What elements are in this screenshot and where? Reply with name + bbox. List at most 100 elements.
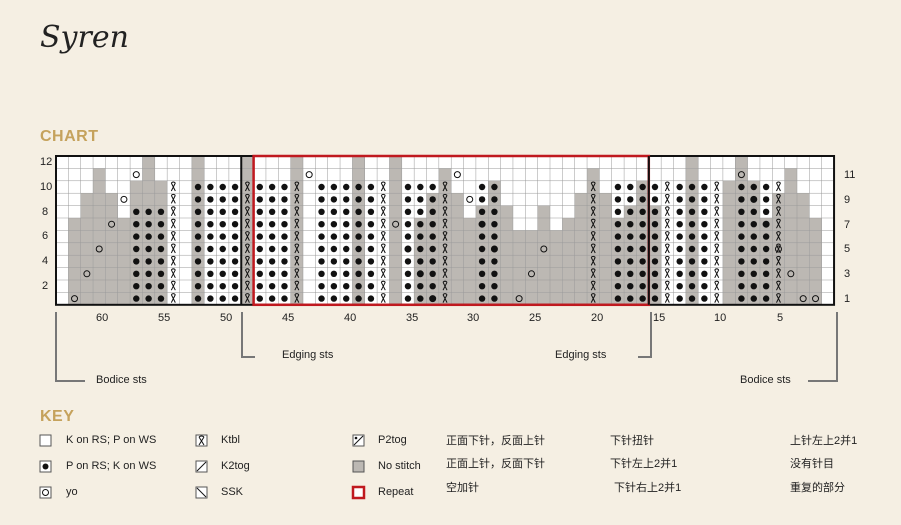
chinese-note: 下针扭针 — [610, 435, 654, 447]
ktbl-symbol — [590, 268, 596, 279]
no-stitch-cell — [784, 230, 797, 243]
purl-symbol — [614, 295, 622, 302]
yo-icon — [42, 489, 49, 496]
no-stitch-cell — [512, 292, 526, 305]
ktbl-symbol — [442, 218, 448, 229]
purl-symbol — [701, 295, 708, 302]
chinese-note: 下针右上2并1 — [614, 482, 682, 494]
chart-cell — [80, 156, 94, 169]
purl-symbol — [627, 283, 634, 290]
purl-symbol — [688, 295, 696, 302]
purl-symbol — [701, 283, 708, 290]
stitch-number: 5 — [777, 312, 784, 324]
no-stitch-cell — [599, 280, 612, 293]
purl-symbol — [330, 233, 338, 240]
purl-symbol — [417, 295, 424, 302]
purl-symbol — [219, 196, 226, 203]
no-stitch-cell — [352, 168, 365, 181]
no-stitch-cell — [117, 255, 131, 268]
no-stitch-cell — [80, 255, 94, 268]
purl-symbol — [676, 221, 683, 228]
purl-symbol — [330, 196, 338, 203]
no-stitch-cell — [451, 267, 464, 280]
no-stitch-cell — [93, 230, 106, 243]
purl-symbol — [627, 183, 634, 191]
chinese-note: 重复的部分 — [790, 482, 845, 494]
no-stitch-cell — [451, 193, 464, 206]
no-stitch-cell — [525, 292, 538, 305]
purl-symbol — [219, 208, 226, 215]
no-stitch-cell — [574, 242, 588, 256]
purl-symbol — [676, 245, 683, 253]
purl-symbol — [491, 270, 498, 277]
purl-symbol — [738, 196, 745, 203]
purl-symbol — [355, 295, 362, 302]
purl-symbol — [404, 221, 412, 228]
purl-symbol — [478, 283, 486, 290]
no-stitch-cell — [722, 180, 736, 194]
no-stitch-cell — [463, 218, 476, 231]
purl-symbol — [219, 221, 226, 228]
yo-symbol — [799, 295, 807, 303]
purl-symbol — [330, 245, 338, 253]
no-stitch-cell — [562, 218, 575, 231]
purl-symbol — [343, 221, 350, 228]
purl-symbol — [651, 295, 659, 302]
ktbl-symbol — [442, 268, 448, 279]
stitch-number: 50 — [220, 312, 233, 324]
ktbl-symbol — [170, 293, 176, 303]
purl-symbol — [762, 183, 770, 191]
ktbl-symbol — [294, 193, 300, 204]
purl-symbol — [404, 270, 412, 277]
row-number-left: 8 — [42, 206, 49, 218]
purl-symbol — [701, 183, 708, 191]
no-stitch-cell — [797, 205, 810, 218]
chinese-note: 下针左上2并1 — [610, 458, 678, 470]
no-stitch-cell — [80, 193, 94, 206]
purl-symbol — [688, 208, 696, 215]
no-stitch-cell — [142, 156, 155, 169]
purl-symbol — [614, 221, 622, 228]
purl-symbol — [318, 283, 325, 290]
no-stitch-cell — [105, 230, 118, 243]
purl-symbol — [194, 283, 202, 290]
purl-symbol — [268, 233, 276, 240]
purl-symbol — [429, 270, 436, 277]
purl-symbol — [145, 245, 152, 253]
purl-symbol — [651, 196, 659, 203]
purl-symbol — [639, 270, 646, 277]
purl-symbol — [318, 295, 325, 302]
no-stitch-cell — [599, 242, 612, 256]
purl-symbol — [281, 295, 288, 302]
purl-symbol — [478, 221, 486, 228]
purl-symbol — [256, 283, 263, 290]
ktbl-symbol — [776, 193, 781, 204]
purl-symbol — [750, 295, 757, 302]
ktbl-symbol — [590, 280, 596, 291]
stitch-number: 30 — [467, 312, 480, 324]
ktbl-symbol — [244, 293, 250, 303]
no-stitch-cell — [784, 280, 797, 293]
purl-symbol — [429, 295, 436, 302]
no-stitch-cell — [809, 280, 822, 293]
purl-symbol — [639, 245, 646, 253]
ktbl-symbol — [380, 255, 386, 266]
no-stitch-cell — [562, 255, 575, 268]
purl-symbol — [367, 258, 375, 265]
purl-symbol — [355, 183, 362, 191]
purl-symbol — [207, 208, 214, 215]
ktbl-symbol — [294, 268, 300, 279]
pattern-title: Syren — [40, 20, 129, 55]
purl-symbol — [478, 245, 486, 253]
no-stitch-cell — [525, 267, 538, 280]
no-stitch-cell — [68, 292, 81, 305]
no-stitch-cell — [784, 193, 797, 206]
key-swatch — [351, 485, 366, 500]
purl-symbol — [676, 295, 683, 302]
ktbl-symbol — [776, 255, 781, 266]
no-stitch-cell — [537, 292, 550, 305]
purl-symbol — [639, 221, 646, 228]
no-stitch-cell — [93, 168, 106, 181]
no-stitch-cell — [562, 267, 575, 280]
no-stitch-cell — [68, 280, 81, 293]
